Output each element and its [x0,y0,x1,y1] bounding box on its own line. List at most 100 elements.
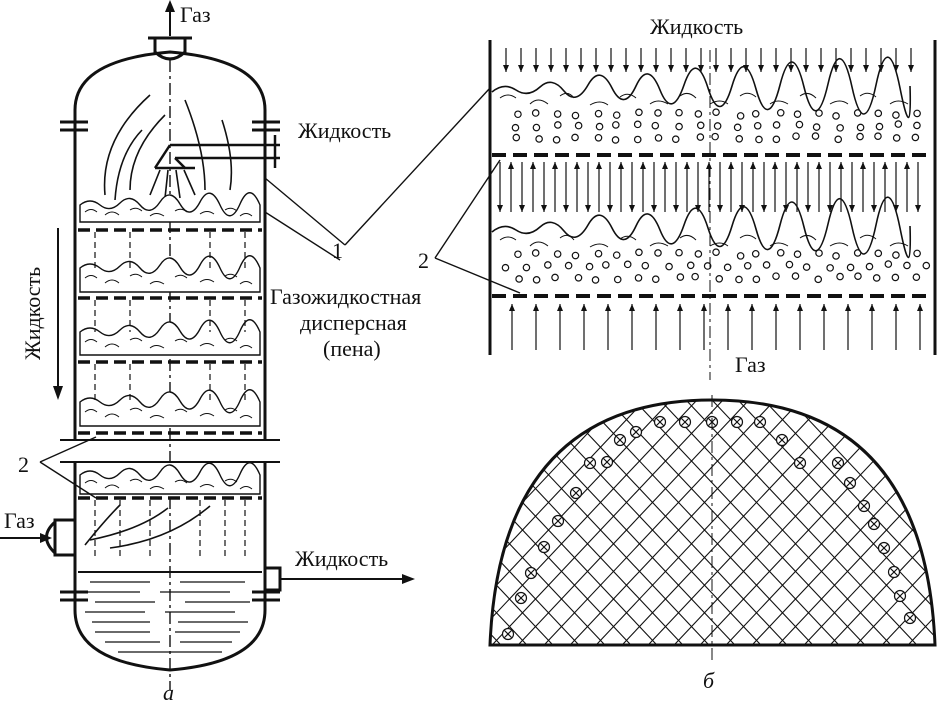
bubble [571,111,580,120]
grid-line [490,400,516,645]
bubble [872,274,881,282]
bubble [776,108,785,117]
bubble [713,122,722,130]
bubble [832,252,840,260]
gas-up-arrow [629,162,635,212]
bubble [856,132,864,141]
tray-number-2-left: 2 [18,452,29,477]
grid-line [841,400,935,645]
grid-support-node [524,566,538,580]
bubble [553,250,562,258]
liquid-down-arrow [683,48,689,72]
grid-line [490,400,672,645]
bubble [892,134,901,142]
grid-line [490,400,646,645]
gas-up-arrow [805,162,811,212]
detail-liquid-label: Жидкость [650,14,743,39]
grid-line [763,400,935,645]
grid-support-node [867,517,881,531]
liquid-inlet-label: Жидкость [298,118,391,143]
grid-line [555,400,802,645]
gas-up-arrow [605,304,611,350]
liquid-down-arrow [530,162,536,212]
bubble [752,275,761,284]
liquid-down-arrow [860,162,866,212]
liquid-outlet-label: Жидкость [295,546,388,571]
grid-line [815,400,935,645]
bubble [814,275,823,284]
liquid-down-arrow [833,48,839,72]
grid-support-node [583,456,597,470]
bubble [574,121,583,130]
liquid-down-arrow [772,162,778,212]
bubble [874,132,882,141]
bubble [675,248,683,257]
gas-up-arrow [915,162,921,212]
liquid-down-arrow [596,162,602,212]
caption-b: б [703,668,715,693]
bubble [554,121,562,129]
bubble [836,124,844,132]
grid-support-node [629,425,643,439]
bubble [551,273,559,282]
bubble [696,133,705,141]
bubble [675,122,683,131]
bubble [751,249,760,258]
liquid-down-arrow [908,48,914,72]
liquid-down-arrow [893,48,899,72]
grid-support-node [600,455,614,469]
bubble [912,273,921,281]
liquid-down-arrow [574,162,580,212]
bubble [793,250,802,259]
liquid-down-arrow [706,162,712,212]
bubble [922,261,931,270]
liquid-down-arrow [863,48,869,72]
foam-label-line1: Газожидкостная [270,284,421,309]
grid-support-node [775,433,789,447]
bubble [834,135,843,144]
bubble [531,109,540,117]
grid-support-node [877,541,891,555]
bubble [514,250,522,259]
bubble [812,123,821,131]
bubble [875,122,884,131]
liquid-down-arrow [533,48,539,72]
liquid-down-arrow [750,162,756,212]
bubble [691,272,699,281]
bubble [623,260,632,269]
perforated-trays [78,228,262,500]
bubble [736,252,745,260]
bubble [511,123,520,132]
bubble [712,248,720,257]
detail-bubbles-lower [501,248,931,284]
foam-label-line2: дисперсная [300,310,407,335]
gas-up-arrow [725,304,731,350]
bubble [903,261,911,270]
grid-support-node [678,415,692,429]
grid-support-node [653,415,667,429]
liquid-pool [78,571,262,653]
bubble [865,262,874,271]
bubble [612,251,621,259]
liquid-down-arrow [838,162,844,212]
caption-a: а [163,680,174,704]
bubble [612,111,621,119]
liquid-down-arrow [638,48,644,72]
bubble [671,135,680,143]
detail-gas-label: Газ [735,352,766,377]
gas-up-arrow [607,162,613,212]
liquid-down-arrow [508,162,514,212]
liquid-down-arrow [552,162,558,212]
bubble [743,261,752,270]
bubble [531,249,540,257]
bubble [696,121,705,130]
bubble [514,110,522,119]
grid-line [633,400,880,645]
gas-up-arrow [651,162,657,212]
grid-support-node [730,415,744,429]
bubble [733,123,742,132]
gas-up-arrow [749,304,755,350]
bubble [815,109,823,117]
detail-walls [488,40,937,355]
liquid-inlet-pipe [153,135,280,170]
